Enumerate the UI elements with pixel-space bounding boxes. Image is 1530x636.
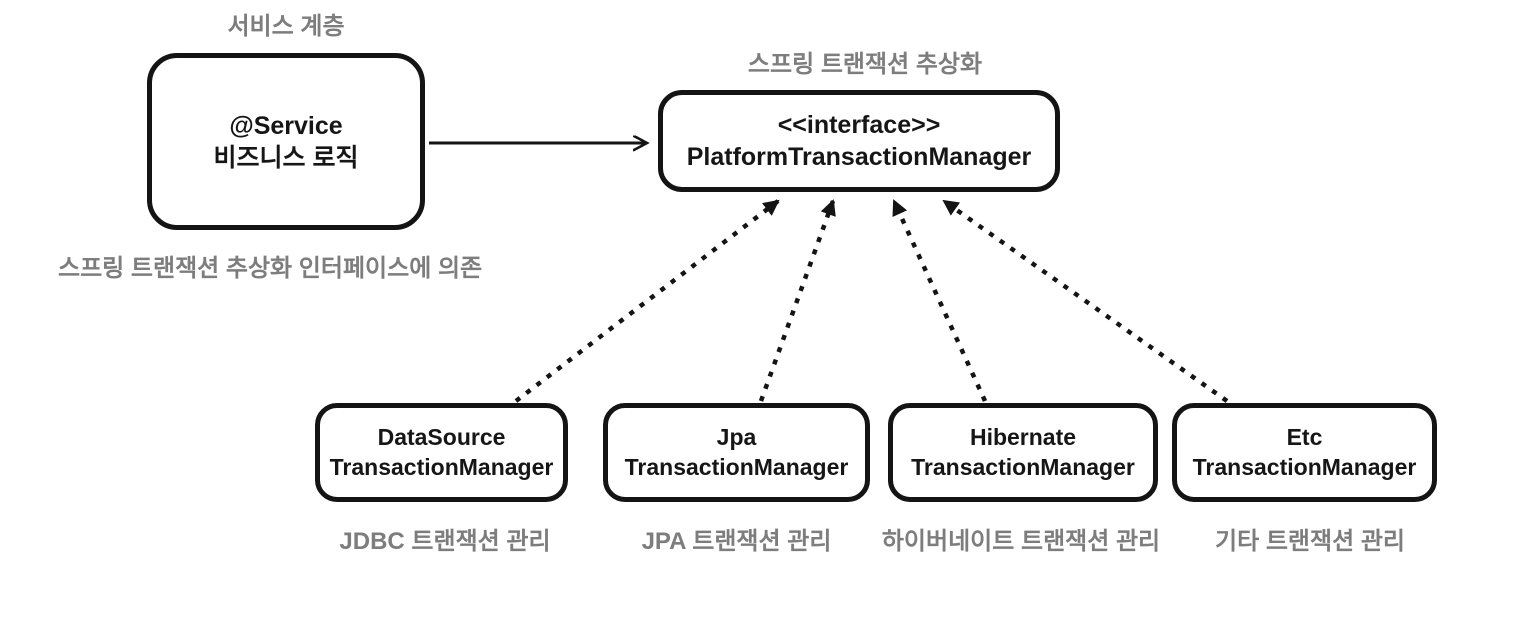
hibernate-transaction-manager-box: Hibernate TransactionManager [888, 403, 1158, 502]
jpa-transaction-manager-box: Jpa TransactionManager [603, 403, 870, 502]
etc-transaction-caption: 기타 트랜잭션 관리 [1215, 528, 1405, 555]
service-box-description: 비즈니스 로직 [213, 143, 359, 172]
service-box: @Service 비즈니스 로직 [147, 53, 425, 230]
platform-transaction-manager-box: <<interface>> PlatformTransactionManager [658, 90, 1060, 192]
impl-name-line1: Hibernate [969, 424, 1077, 451]
realization-arrow-datasource [514, 199, 780, 403]
interface-stereotype: <<interface>> [777, 111, 941, 139]
impl-name-line2: TransactionManager [624, 453, 849, 480]
impl-name-line2: TransactionManager [1192, 453, 1417, 480]
impl-name-line2: TransactionManager [911, 453, 1135, 480]
jpa-transaction-caption: JPA 트랜잭션 관리 [641, 528, 832, 555]
impl-name-line1: Etc [1286, 424, 1323, 451]
hibernate-transaction-caption: 하이버네이트 트랜잭션 관리 [881, 528, 1161, 555]
impl-name-line2: TransactionManager [329, 453, 554, 480]
realization-arrow-jpa [758, 199, 836, 402]
etc-transaction-manager-box: Etc TransactionManager [1172, 403, 1437, 502]
dependency-caption: 스프링 트랜잭션 추상화 인터페이스에 의존 [58, 255, 483, 282]
impl-name-line1: Jpa [716, 424, 757, 451]
jdbc-transaction-caption: JDBC 트랜잭션 관리 [339, 528, 551, 555]
datasource-transaction-manager-box: DataSource TransactionManager [315, 403, 568, 502]
abstraction-label: 스프링 트랜잭션 추상화 [747, 51, 983, 78]
interface-name: PlatformTransactionManager [686, 143, 1032, 171]
realization-arrow-etc [942, 199, 1229, 403]
realization-arrow-hibernate [891, 199, 988, 402]
service-layer-label: 서비스 계층 [227, 13, 345, 40]
impl-name-line1: DataSource [377, 424, 506, 451]
service-box-annotation: @Service [229, 111, 343, 140]
